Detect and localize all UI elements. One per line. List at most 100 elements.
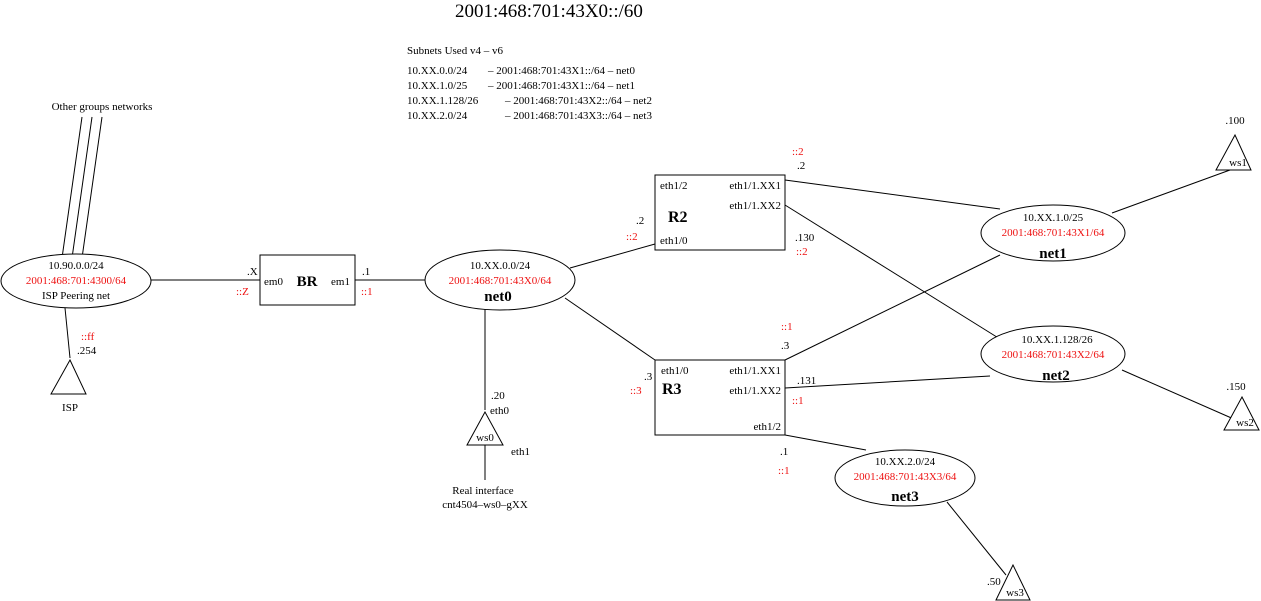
r3-eth1-2-v4: .1: [780, 446, 788, 458]
r2-if-eth1-2: eth1/2: [660, 180, 688, 192]
link-r2-net1: [784, 179, 1001, 210]
r3-box: [654, 359, 786, 436]
r3-eth1-2-v6: ::1: [778, 465, 790, 477]
br-left-v6: ::Z: [236, 286, 249, 298]
net1-name: net1: [1039, 246, 1067, 262]
link-r3-net1: [784, 254, 1001, 361]
ws0-if1: eth1: [511, 446, 530, 458]
ws1-v4: .100: [1225, 115, 1245, 127]
net1-v6: 2001:468:701:43X1/64: [1002, 227, 1105, 239]
r2-xx1-v6: ::2: [792, 146, 804, 158]
ws2-node[interactable]: ws2 .150: [1223, 381, 1260, 431]
isp-label: ISP: [62, 402, 78, 414]
legend-row-v4: 10.XX.0.0/24: [407, 65, 468, 77]
r3-xx1-v6: ::1: [781, 321, 793, 333]
legend-row-v6: – 2001:468:701:43X3::/64 – net3: [504, 110, 652, 122]
isp-peering-net[interactable]: 10.90.0.0/24 2001:468:701:4300/64 ISP Pe…: [0, 253, 152, 309]
ws0-triangle-icon: [466, 410, 504, 446]
link-r3-net3: [784, 434, 867, 451]
r2-if-eth1-1-xx1: eth1/1.XX1: [729, 180, 781, 192]
br-left-v4: .X: [247, 266, 258, 278]
link-r3-net2: [784, 375, 991, 389]
ws3-node[interactable]: ws3 .50: [987, 563, 1031, 601]
r2-xx2-v6: ::2: [796, 246, 808, 258]
r2-xx2-v4: .130: [795, 232, 815, 244]
diagram-title: 2001:468:701:43X0::/60: [455, 1, 643, 22]
r3-left-v4: .3: [644, 371, 653, 383]
ws3-label: ws3: [1006, 587, 1024, 599]
br-box: [259, 254, 356, 306]
net2[interactable]: 10.XX.1.128/26 2001:468:701:43X2/64 net2: [980, 325, 1126, 384]
legend-row-v6: – 2001:468:701:43X1::/64 – net1: [487, 80, 635, 92]
isp-v4: .254: [77, 345, 97, 357]
r3-xx1-v4: .3: [781, 340, 790, 352]
net1-ellipse: [980, 204, 1126, 262]
subnet-legend: Subnets Used v4 – v6 10.XX.0.0/24 – 2001…: [407, 45, 652, 122]
r3-xx2-v6: ::1: [792, 395, 804, 407]
other-groups-label: Other groups networks: [52, 101, 153, 113]
r3-if-eth1-0: eth1/0: [661, 365, 689, 377]
isp-v6: ::ff: [81, 331, 95, 343]
r2-xx1-v4: .2: [797, 160, 805, 172]
net0-ellipse: [424, 249, 576, 311]
isp-net-ellipse: [0, 253, 152, 309]
ws3-triangle-icon: [995, 563, 1031, 601]
net0[interactable]: 10.XX.0.0/24 2001:468:701:43X0/64 net0: [424, 249, 576, 311]
link-net0-r2: [569, 243, 656, 269]
router-r3[interactable]: eth1/0 eth1/1.XX1 eth1/1.XX2 R3 eth1/2 .…: [630, 321, 816, 477]
ws1-triangle-icon: [1215, 133, 1252, 171]
net3[interactable]: 10.XX.2.0/24 2001:468:701:43X3/64 net3: [834, 449, 976, 507]
ws2-v4: .150: [1226, 381, 1246, 393]
legend-row-v6: – 2001:468:701:43X2::/64 – net2: [504, 95, 652, 107]
link-other-group-2: [71, 116, 93, 259]
router-r2[interactable]: eth1/2 eth1/1.XX1 eth1/1.XX2 R2 eth1/0 .…: [626, 146, 815, 258]
links: [61, 116, 1237, 576]
ws2-label: ws2: [1236, 417, 1254, 429]
r2-box: [654, 174, 786, 251]
net2-name: net2: [1042, 368, 1070, 384]
ws3-v4: .50: [987, 576, 1001, 588]
net1[interactable]: 10.XX.1.0/25 2001:468:701:43X1/64 net1: [980, 204, 1126, 262]
router-br[interactable]: em0 BR em1 .X ::Z .1 ::1: [236, 254, 373, 306]
ws1-label: ws1: [1229, 157, 1247, 169]
r3-left-v6: ::3: [630, 385, 642, 397]
isp-net-v4: 10.90.0.0/24: [48, 260, 104, 272]
link-net2-ws2: [1121, 369, 1237, 421]
isp-net-name: ISP Peering net: [42, 290, 110, 302]
link-other-group-3: [81, 116, 103, 259]
r3-name: R3: [662, 381, 682, 398]
ws0-real-interface-line1: Real interface: [452, 485, 513, 497]
ws1-node[interactable]: ws1 .100: [1215, 115, 1252, 171]
r3-xx2-v4: .131: [797, 375, 816, 387]
ws0-node[interactable]: ws0 .20 eth0 eth1 Real interface cnt4504…: [442, 390, 530, 511]
r2-left-v6: ::2: [626, 231, 638, 243]
r2-name: R2: [668, 209, 688, 226]
net3-name: net3: [891, 489, 919, 505]
net3-ellipse: [834, 449, 976, 507]
ws0-label: ws0: [476, 432, 494, 444]
isp-triangle-icon: [50, 358, 87, 395]
legend-row-v4: 10.XX.2.0/24: [407, 110, 468, 122]
net0-v4: 10.XX.0.0/24: [470, 260, 531, 272]
link-other-group-1: [61, 116, 83, 259]
link-net3-ws3: [946, 501, 1007, 576]
ws0-if0: eth0: [490, 405, 509, 417]
link-ispnet-isp: [64, 307, 71, 359]
link-net1-ws1: [1111, 169, 1231, 214]
br-right-v4: .1: [362, 266, 370, 278]
ws2-triangle-icon: [1223, 395, 1260, 431]
net2-ellipse: [980, 325, 1126, 383]
net2-v6: 2001:468:701:43X2/64: [1002, 349, 1105, 361]
legend-row-v6: – 2001:468:701:43X1::/64 – net0: [487, 65, 635, 77]
br-if-em1: em1: [331, 276, 350, 288]
isp-node[interactable]: ::ff .254 ISP: [50, 331, 97, 414]
net1-v4: 10.XX.1.0/25: [1023, 212, 1084, 224]
net0-name: net0: [484, 289, 512, 305]
net2-v4: 10.XX.1.128/26: [1021, 334, 1093, 346]
br-if-em0: em0: [264, 276, 283, 288]
net3-v4: 10.XX.2.0/24: [875, 456, 936, 468]
r2-left-v4: .2: [636, 215, 644, 227]
ws0-real-interface-line2: cnt4504–ws0–gXX: [442, 499, 528, 511]
isp-net-v6: 2001:468:701:4300/64: [26, 275, 127, 287]
